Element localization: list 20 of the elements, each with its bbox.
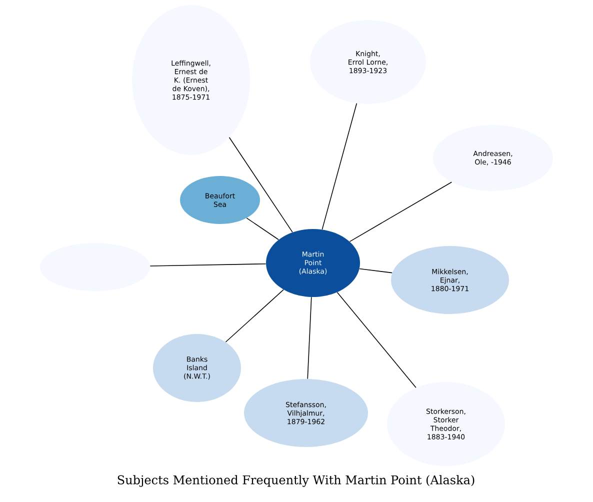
subject-ellipse	[153, 334, 241, 402]
subject-ellipse	[433, 125, 553, 191]
connector-line	[225, 289, 284, 342]
connector-line	[336, 292, 416, 388]
connector-line	[349, 182, 452, 242]
empty-ellipse	[40, 243, 150, 291]
subject-ellipse	[387, 382, 505, 466]
subject-ellipse	[132, 4, 250, 155]
subject-ellipse	[180, 176, 260, 224]
subject-ellipse	[244, 378, 368, 447]
diagram-title: Subjects Mentioned Frequently With Martin Point (Alaska)	[118, 475, 474, 487]
subject-ellipse	[391, 246, 509, 314]
connector-line	[359, 268, 393, 274]
connector-line	[307, 296, 312, 380]
connector-line	[322, 102, 358, 230]
connector-line	[246, 218, 279, 240]
subject-ellipse	[310, 20, 426, 104]
connector-line	[150, 263, 266, 266]
connector-line	[228, 136, 293, 233]
subject-ellipse	[266, 228, 360, 297]
